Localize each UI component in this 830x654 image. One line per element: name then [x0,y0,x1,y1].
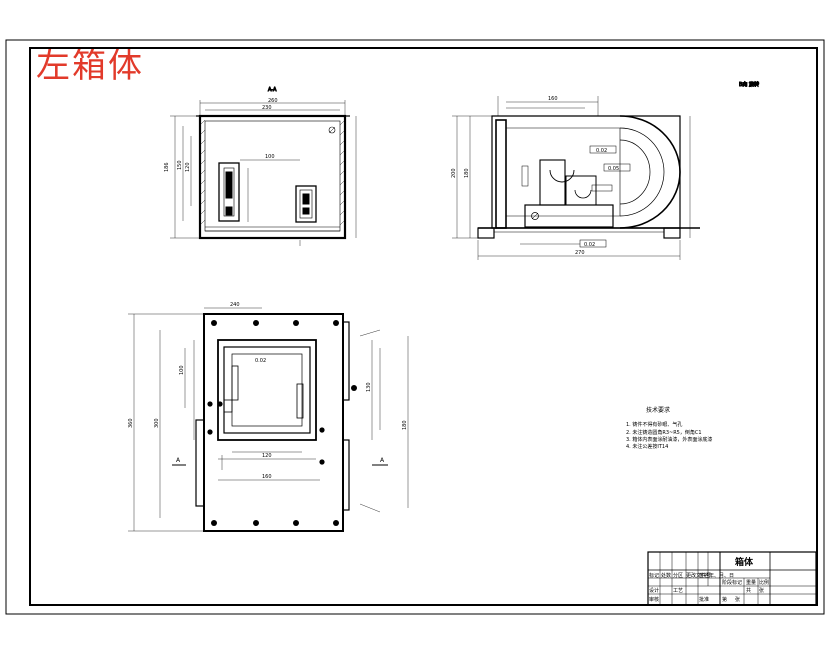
tb-cell-zone: 分区 [673,572,683,579]
dim-plan-a: 100 [179,365,185,375]
dim-plan-h3: 130 [366,382,372,392]
tb-cell-change: 更改文件号 [686,572,711,579]
dim-plan-width: 240 [230,302,240,308]
tech-note-4: 4. 未注公差按IT14 [626,443,668,450]
dim-front-h2: 150 [177,160,183,170]
front-section-view: A-A [170,87,357,246]
tb-cell-design: 设计 [649,587,659,594]
tol-plan-1: 0.02 [255,358,266,364]
tb-cell-sign: 签名 [699,572,709,579]
dim-side-width: 270 [575,250,585,256]
tech-note-1: 1. 铸件不得有砂眼、气孔 [626,421,682,428]
tb-cell-total: 共 [746,587,751,594]
section-mark-left: A [176,457,181,464]
tol-side-3: 0.02 [584,242,595,248]
dim-plan-w2: 160 [262,474,272,480]
dim-side-top: 160 [548,96,558,102]
tech-note-3: 3. 箱体内表面涂耐油漆，外表面涂底漆 [626,436,712,443]
dim-plan-height: 360 [128,418,134,428]
tb-cell-process: 工艺 [673,588,683,594]
section-mark-right: A [380,457,385,464]
plan-view [128,307,409,532]
dim-front-height: 186 [164,162,170,172]
tb-cell-sheet: 张 [759,587,764,594]
tb-cell-weight: 重量 [746,579,756,586]
tb-cell-stage: 阶段标记 [722,579,742,586]
dim-front-h3: 120 [185,162,191,172]
dim-front-width: 260 [268,98,278,104]
tb-cell-no: 第 [722,596,727,603]
title-block [647,551,817,606]
tol-side-2: 0.05 [608,166,619,172]
dim-plan-h2: 180 [402,420,408,430]
tech-notes-heading: 技术要求 [646,406,670,414]
tb-cell-scale: 比例 [759,579,769,586]
tb-cell-approve: 批准 [699,596,709,603]
tol-side-1: 0.02 [596,148,607,154]
dim-front-mid: 100 [265,154,275,160]
drawing-frame [29,47,818,606]
tb-cell-mark: 标记 [649,572,659,579]
stamp-text: 左箱体 [36,46,144,86]
dim-plan-inner: 300 [154,418,160,428]
side-view: B向 旋转 [452,81,760,260]
view-b-label: B向 旋转 [739,81,759,88]
tech-note-2: 2. 未注铸造圆角R3~R5，倒角C1 [626,429,702,436]
dim-plan-w3: 120 [262,453,272,459]
dim-side-h: 200 [451,168,457,178]
tb-cell-review: 审核 [649,596,659,603]
tb-cell-date: 年、月、日 [709,572,734,579]
dim-side-h2: 180 [464,168,470,178]
dim-front-inner: 230 [262,105,272,111]
view-a-label: A-A [268,87,277,93]
title-block-part-name: 箱体 [735,556,754,568]
outer-border [5,39,825,615]
tb-cell-sheet2: 张 [735,596,740,603]
tb-cell-count: 处数 [661,572,671,579]
tech-notes: 技术要求 1. 铸件不得有砂眼、气孔 2. 未注铸造圆角R3~R5，倒角C1 3… [626,406,712,450]
bolt-holes [207,320,357,526]
